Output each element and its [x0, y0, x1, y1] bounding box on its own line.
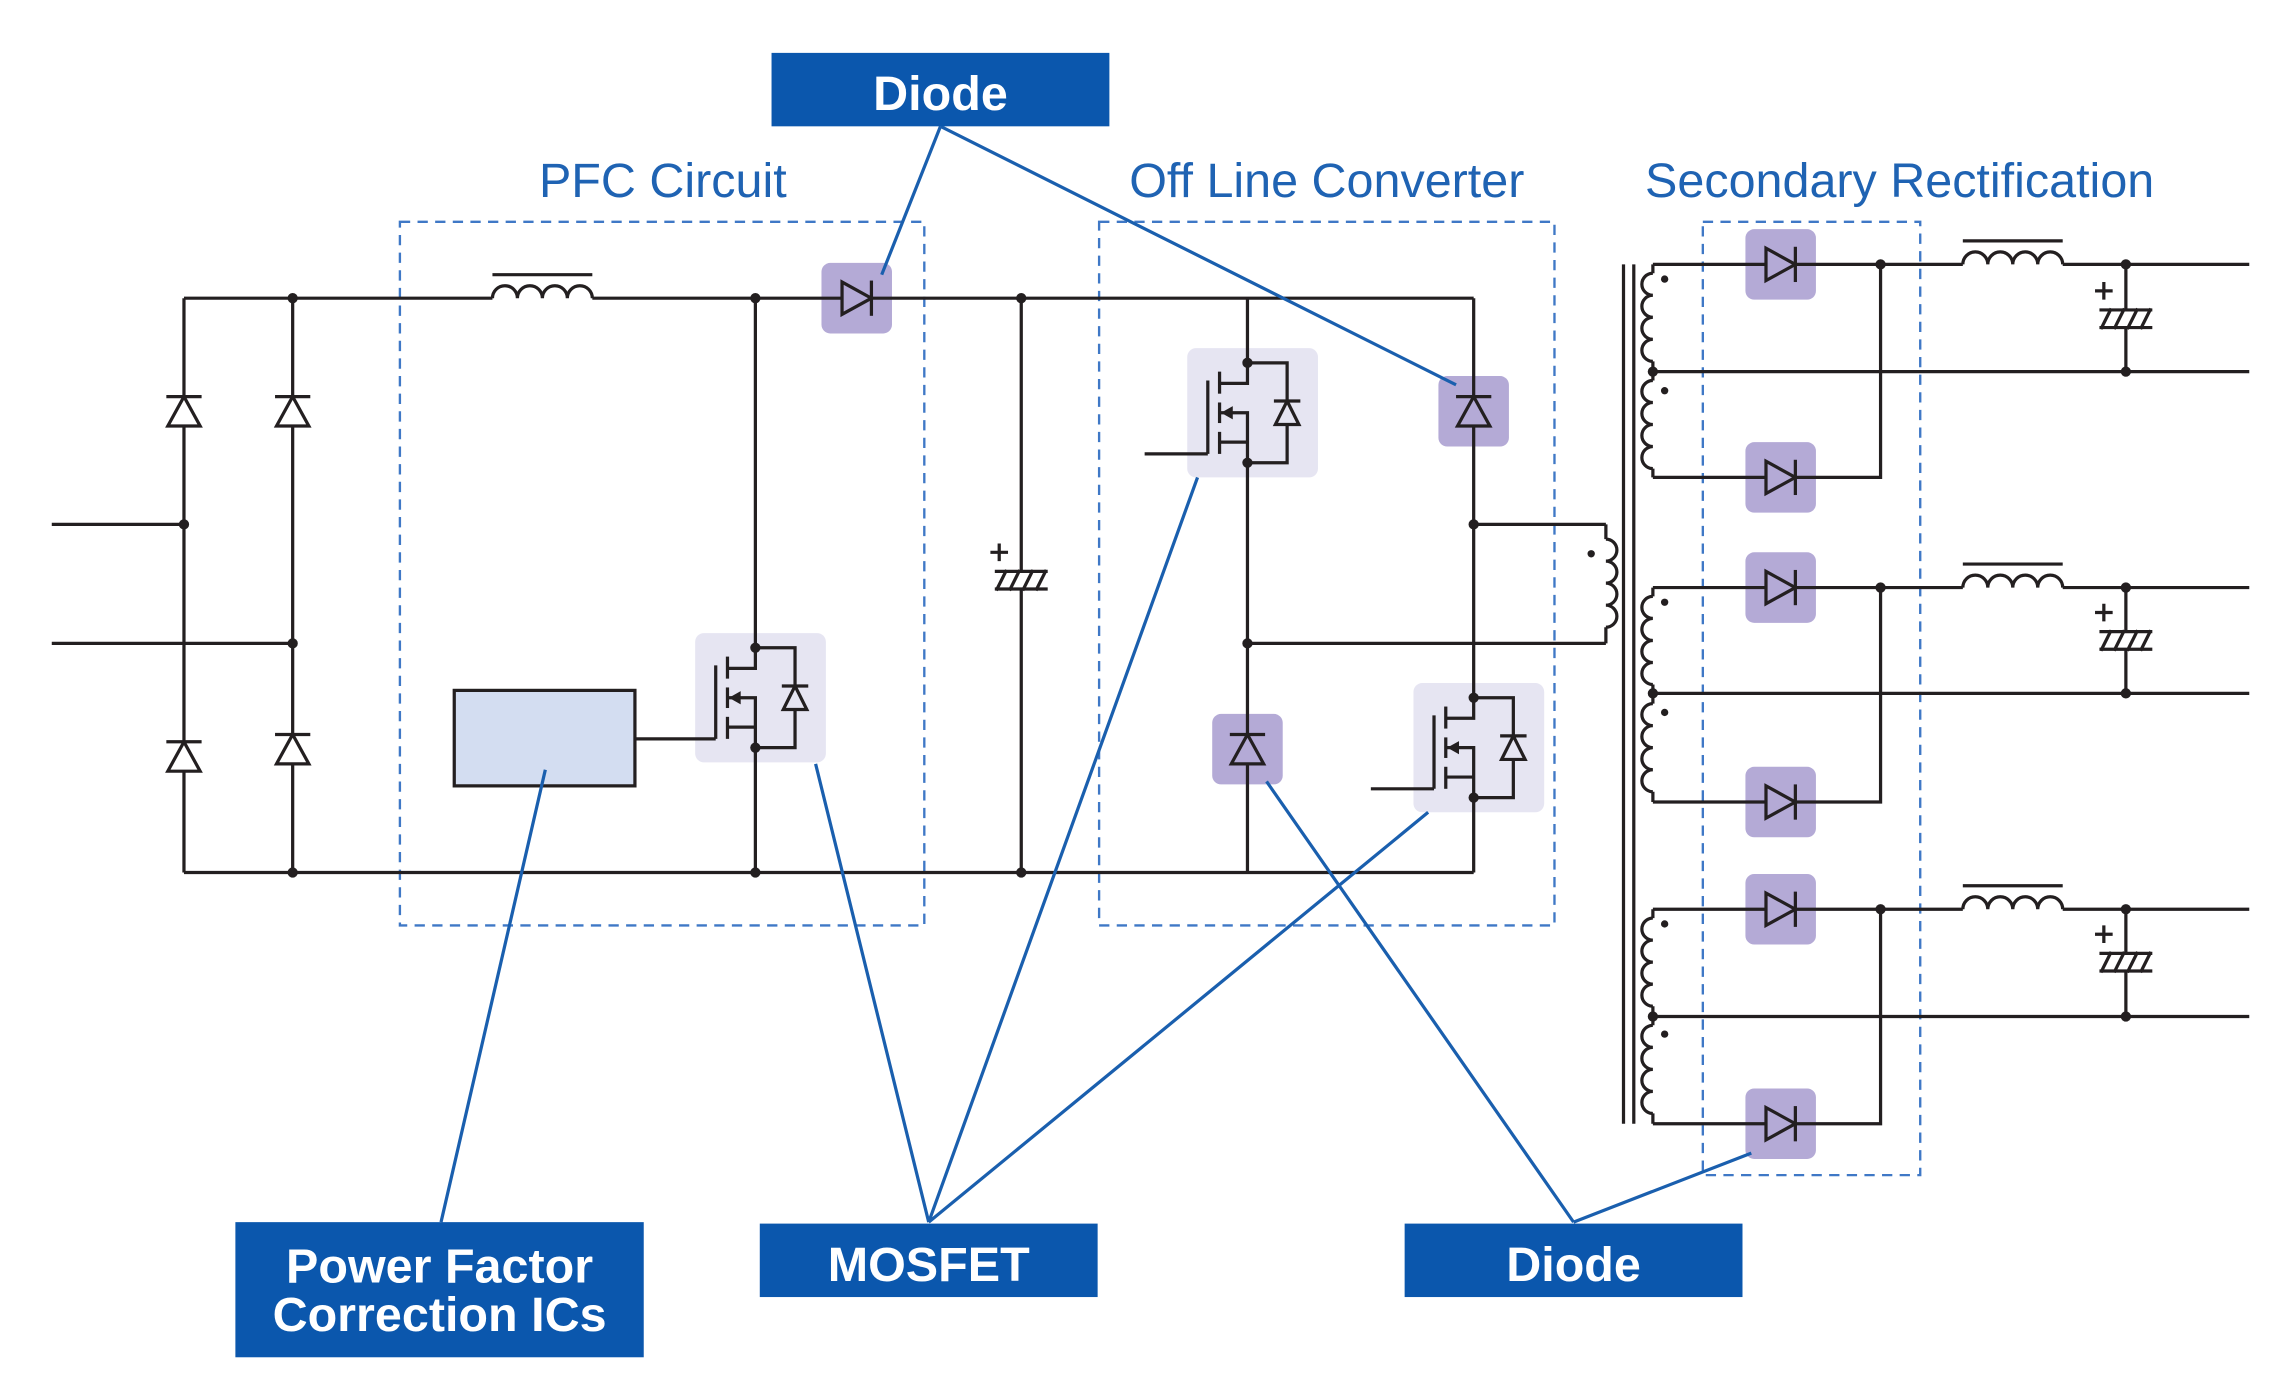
diode-top-label: Diode	[771, 52, 1110, 127]
pfc-controller-ic-block	[452, 688, 637, 788]
pfc-section-title: PFC Circuit	[539, 154, 787, 208]
pfc-inductor-symbol	[490, 273, 594, 300]
bridge-diode-symbol	[273, 394, 312, 428]
secondary-output-1-wires	[1651, 262, 2250, 480]
bridge-diode-symbol	[273, 732, 312, 766]
transformer-core	[1621, 264, 1636, 1124]
diode-top-label-box	[771, 52, 1110, 127]
transformer-primary-winding	[1604, 537, 1619, 629]
secondary-section-title: Secondary Rectification	[1645, 154, 2154, 208]
winding-polarity-dots	[1587, 275, 1669, 1038]
mosfet-label-text: MOSFET	[828, 1238, 1030, 1292]
diode-bottom-label: Diode	[1404, 1223, 1743, 1298]
pfc-ic-label: Power Factor Correction ICs	[235, 1222, 644, 1358]
secondary-winding	[1640, 378, 1655, 471]
bridge-rectifier-wires	[51, 298, 295, 873]
output-capacitor-symbol	[2093, 923, 2154, 975]
secondary-winding	[1640, 916, 1655, 1008]
offline-converter-wires	[1144, 298, 1608, 873]
diode-top-leader	[880, 124, 1457, 387]
output-inductor-symbol	[1961, 562, 2065, 590]
secondary-winding	[1640, 701, 1655, 794]
secondary-output-3-wires	[1651, 907, 2250, 1126]
offline-section-frame	[1097, 220, 1556, 927]
pfc-ic-label-line1: Power Factor	[286, 1239, 593, 1293]
pfc-wires	[634, 298, 1023, 873]
pfc-ic-label-box	[235, 1222, 644, 1358]
mosfet-leader	[814, 476, 1430, 1224]
secondary-winding	[1640, 594, 1655, 687]
bulk-capacitor-symbol	[988, 541, 1050, 593]
leader-lines	[439, 124, 1752, 1224]
output-filters	[1961, 239, 2154, 975]
pfc-ic-label-line2: Correction ICs	[273, 1288, 607, 1342]
output-inductor-symbol	[1961, 239, 2065, 267]
output-inductor-symbol	[1961, 884, 2065, 911]
bridge-diode-symbol	[164, 394, 204, 428]
secondary-winding	[1640, 1023, 1655, 1116]
diode-bottom-label-text: Diode	[1506, 1238, 1641, 1292]
pfc-ic-leader	[439, 769, 547, 1223]
output-capacitor-symbol	[2093, 280, 2154, 331]
mosfet-label: MOSFET	[759, 1223, 1098, 1298]
junction-dots	[178, 259, 2132, 1022]
bridge-diode-symbol	[164, 740, 204, 773]
output-capacitor-symbol	[2093, 602, 2154, 653]
diode-bottom-leader	[1265, 780, 1752, 1224]
secondary-output-2-wires	[1651, 585, 2250, 804]
main-bus-wires	[183, 296, 1474, 875]
diode-bottom-label-box	[1404, 1223, 1743, 1298]
bridge-rectifier	[164, 394, 312, 773]
diode-top-label-text: Diode	[873, 67, 1008, 121]
secondary-section-frame	[1701, 220, 1922, 1177]
offline-section-title: Off Line Converter	[1129, 154, 1524, 208]
pfc-section-frame	[398, 220, 926, 927]
secondary-winding	[1640, 271, 1655, 363]
mosfet-label-box	[759, 1223, 1098, 1298]
mosfet-highlights	[695, 348, 1545, 813]
